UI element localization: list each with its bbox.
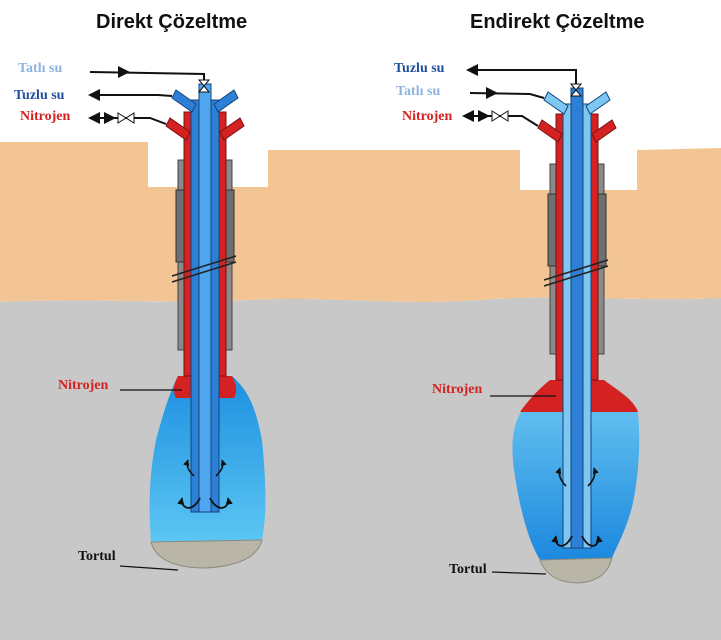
right-break-mark <box>543 259 609 281</box>
right-sediment-leader <box>491 571 547 575</box>
right-flow-arrow <box>551 535 573 547</box>
left-brine-line <box>92 94 173 97</box>
right-sediment-label: Tortul <box>449 562 487 577</box>
left-valve <box>117 112 135 124</box>
right-nitro-branch <box>537 119 563 143</box>
right-brine-line <box>470 69 577 88</box>
left-fresh-tube <box>198 83 212 513</box>
left-well <box>88 66 266 571</box>
left-brine-label: Tuzlu su <box>14 88 65 103</box>
left-sediment-leader <box>119 565 179 571</box>
right-valve-top <box>569 83 583 97</box>
left-fresh-arrow <box>118 66 130 78</box>
left-break-mark <box>171 255 237 277</box>
left-title: Direkt Çözeltme <box>96 11 248 33</box>
soil-layer <box>0 142 721 302</box>
left-nitro-branch-right <box>219 117 245 141</box>
right-fresh-water-label: Tatlı su <box>396 84 441 99</box>
left-valve-top <box>197 79 211 93</box>
left-nitro-branch <box>165 117 191 141</box>
right-fresh-tube <box>570 87 584 549</box>
left-nitrogen-label: Nitrojen <box>58 378 109 393</box>
left-flow-arrow <box>183 459 195 477</box>
left-brine-arrow <box>88 89 100 101</box>
right-nitro-arrow <box>462 110 474 122</box>
right-title: Endirekt Çözeltme <box>470 11 645 33</box>
right-flow-arrow <box>581 535 603 547</box>
right-nitro-arrow-2 <box>478 110 490 122</box>
left-nitro-arrow <box>88 112 100 124</box>
right-valve <box>491 110 509 122</box>
right-nitrogen-label: Nitrojen <box>432 382 483 397</box>
right-brine-branch <box>543 91 569 115</box>
right-flow-arrow <box>587 467 599 487</box>
right-flow-arrow <box>555 467 567 487</box>
left-brine-branch <box>171 89 197 113</box>
right-nitro-branch-right <box>591 119 617 143</box>
left-flow-arrow <box>215 459 227 477</box>
right-well <box>462 64 640 584</box>
right-sediment <box>539 557 613 584</box>
left-sediment <box>150 539 263 569</box>
right-nitrogen-inlet-label: Nitrojen <box>402 109 453 124</box>
left-flow-arrow <box>177 497 201 509</box>
left-brine-branch-right <box>213 89 239 113</box>
right-brine-arrow <box>466 64 478 76</box>
left-flow-arrow <box>209 497 233 509</box>
left-sediment-label: Tortul <box>78 549 116 564</box>
right-break-mark-2 <box>543 265 609 287</box>
left-nitro-arrow-2 <box>104 112 116 124</box>
right-fresh-arrow <box>486 87 498 99</box>
left-nitrogen-inlet-label: Nitrojen <box>20 109 71 124</box>
left-break-mark-2 <box>171 261 237 283</box>
right-brine-label: Tuzlu su <box>394 61 445 76</box>
right-brine-branch-right <box>585 91 611 115</box>
left-fresh-water-label: Tatlı su <box>18 61 63 76</box>
